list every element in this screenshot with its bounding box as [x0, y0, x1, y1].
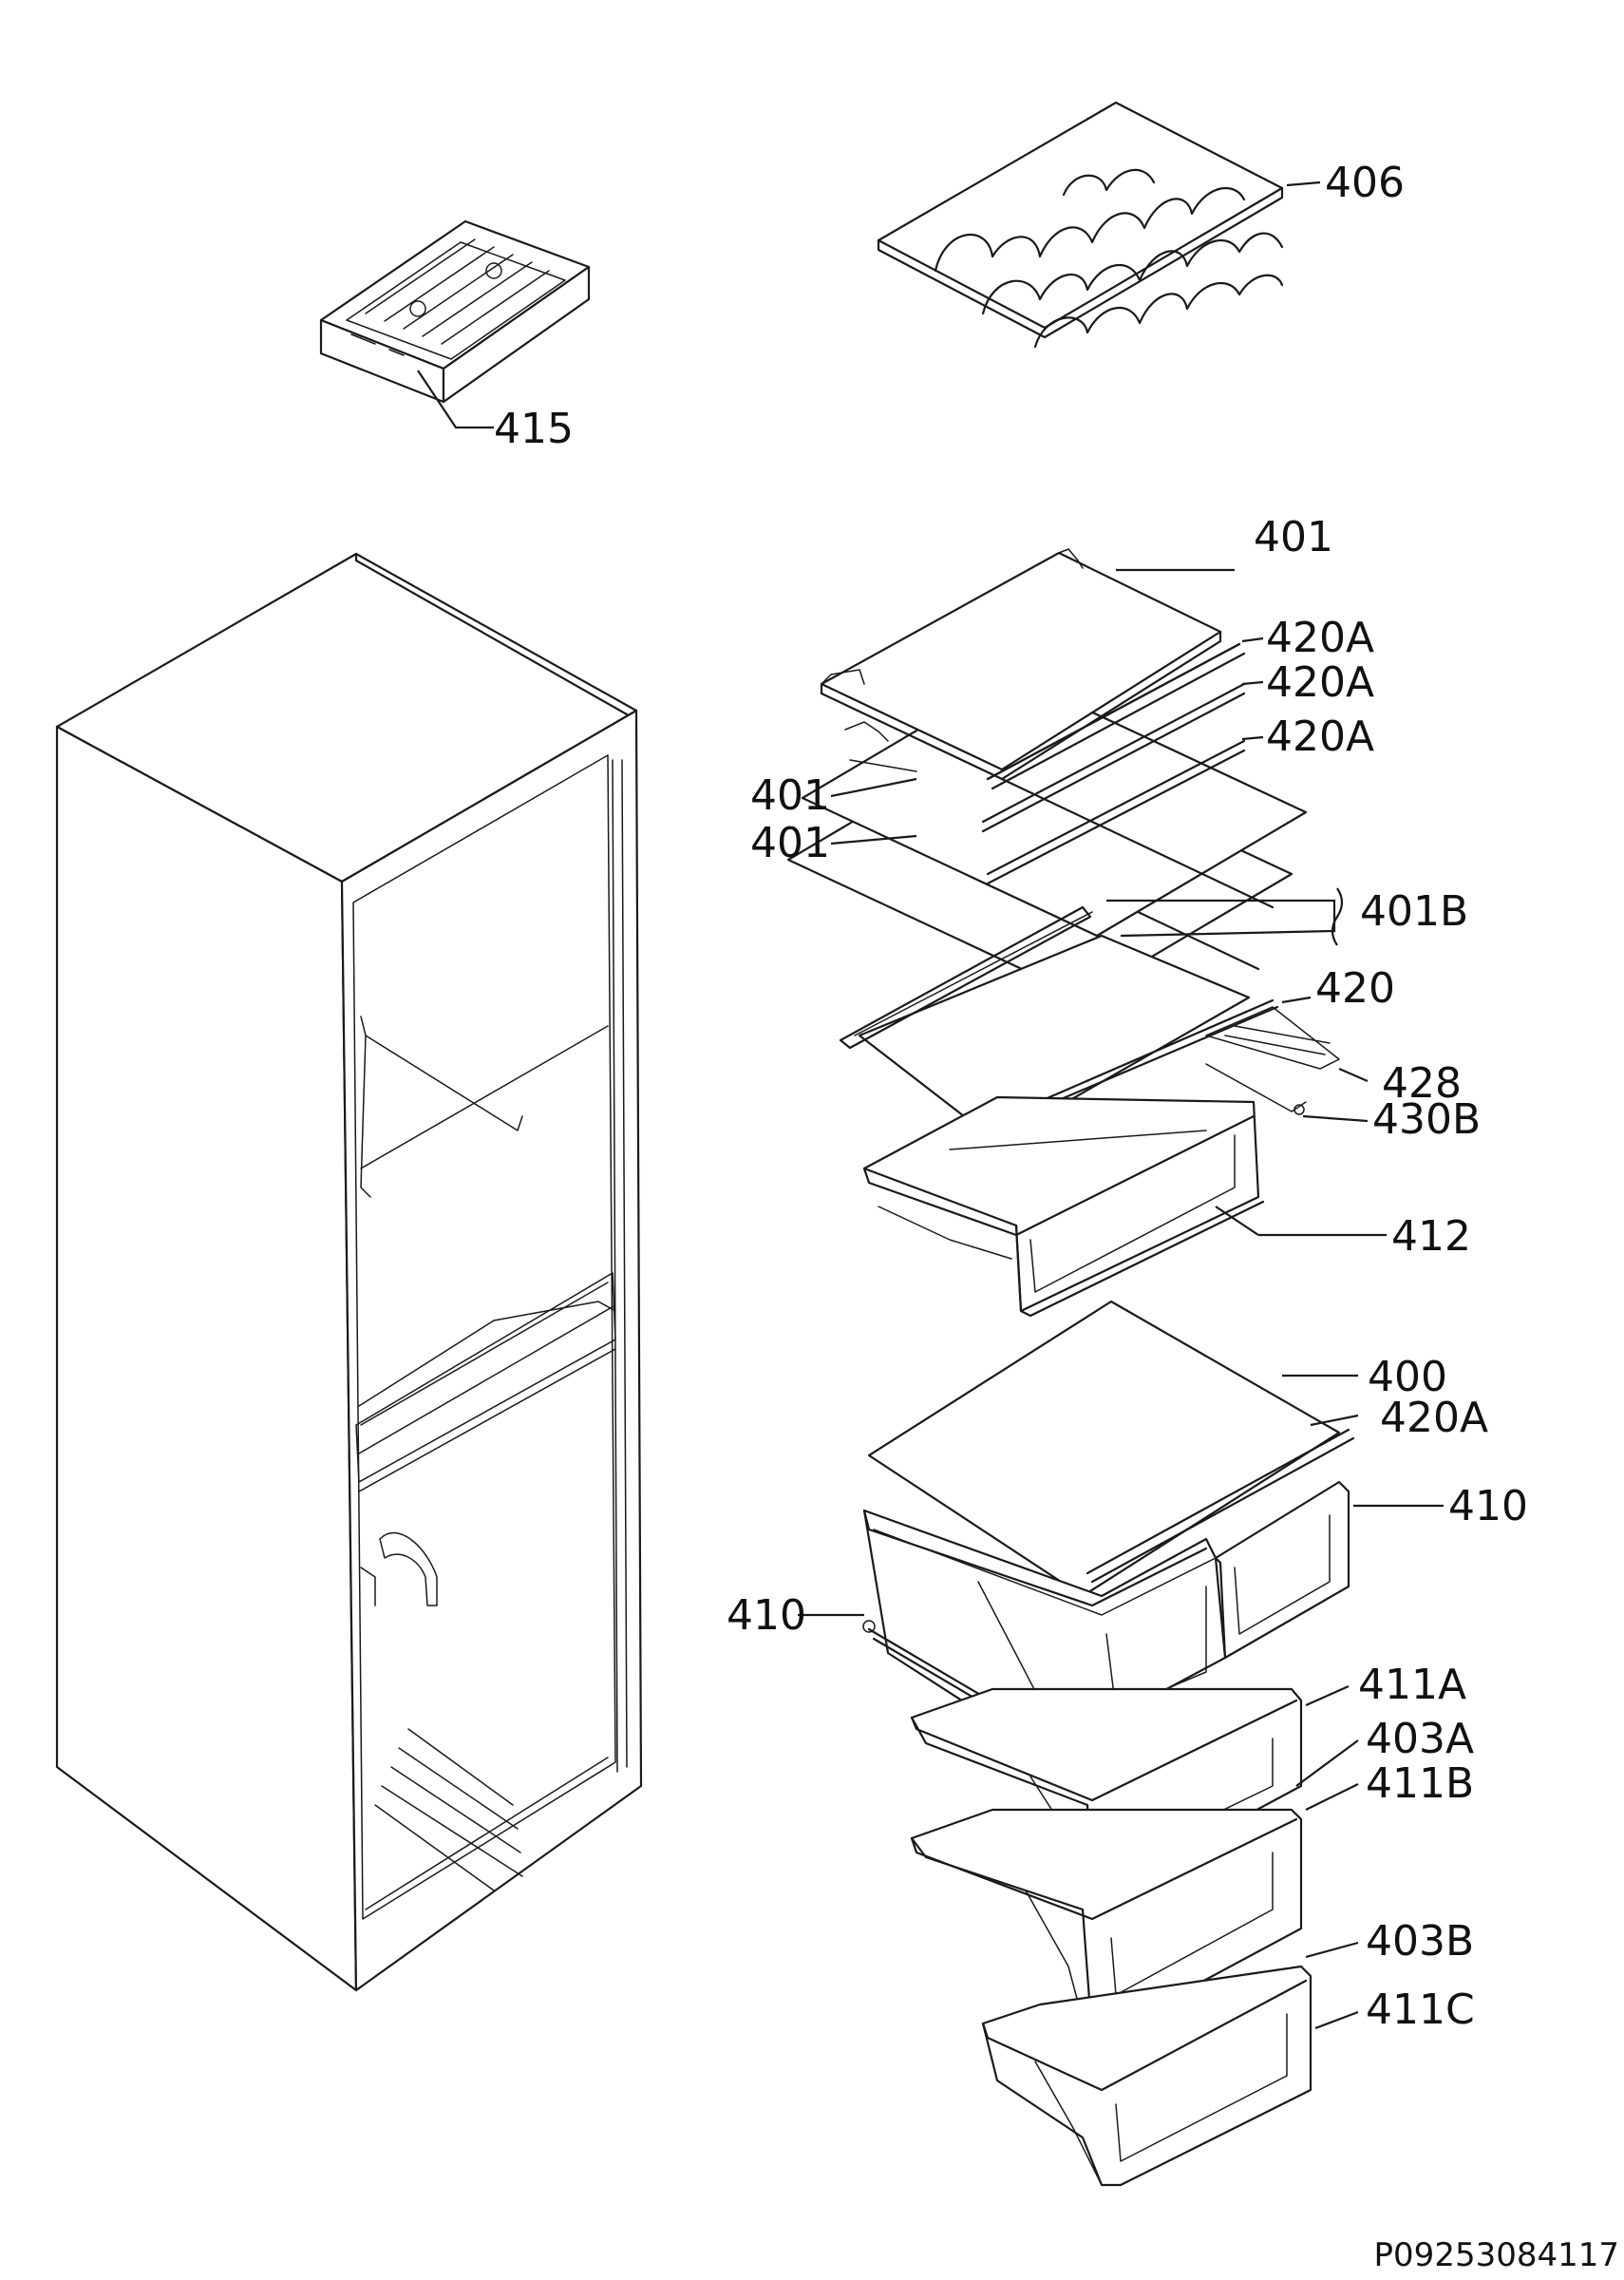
- label-430b: 430B: [1372, 1095, 1481, 1144]
- label-400: 400: [1368, 1353, 1447, 1401]
- document-code: P09253084117: [1374, 2236, 1619, 2274]
- leader-403a: [1295, 1739, 1359, 1787]
- label-410-right: 410: [1448, 1482, 1528, 1530]
- label-401-mid: 401: [750, 771, 830, 820]
- label-420a-1: 420A: [1266, 614, 1374, 662]
- label-403a: 403A: [1366, 1715, 1474, 1763]
- label-401-low: 401: [750, 819, 830, 867]
- label-412: 412: [1391, 1212, 1471, 1261]
- label-420: 420: [1315, 964, 1395, 1013]
- label-428: 428: [1382, 1059, 1462, 1108]
- part-401b-shelf-412-tray: [839, 887, 1387, 1318]
- part-406-wine-rack: [877, 101, 1321, 349]
- label-415: 415: [494, 405, 574, 453]
- leader-403b: [1305, 1941, 1359, 1959]
- label-401b: 401B: [1360, 887, 1468, 936]
- label-406: 406: [1325, 159, 1405, 207]
- part-401-glass-shelf-stack: [786, 548, 1308, 999]
- label-401-top: 401: [1254, 513, 1333, 561]
- label-411b: 411B: [1366, 1759, 1474, 1808]
- part-415-filter-cassette: [319, 219, 591, 429]
- label-411a: 411A: [1358, 1661, 1466, 1709]
- label-420a-3: 420A: [1266, 712, 1374, 761]
- label-410-left: 410: [727, 1591, 806, 1640]
- label-420a-4: 420A: [1380, 1394, 1488, 1442]
- part-411c-drawer: [981, 1965, 1359, 2187]
- label-411c: 411C: [1366, 1986, 1475, 2034]
- refrigerator-cabinet: [55, 552, 643, 1992]
- label-420a-2: 420A: [1266, 658, 1374, 707]
- label-403b: 403B: [1366, 1917, 1474, 1966]
